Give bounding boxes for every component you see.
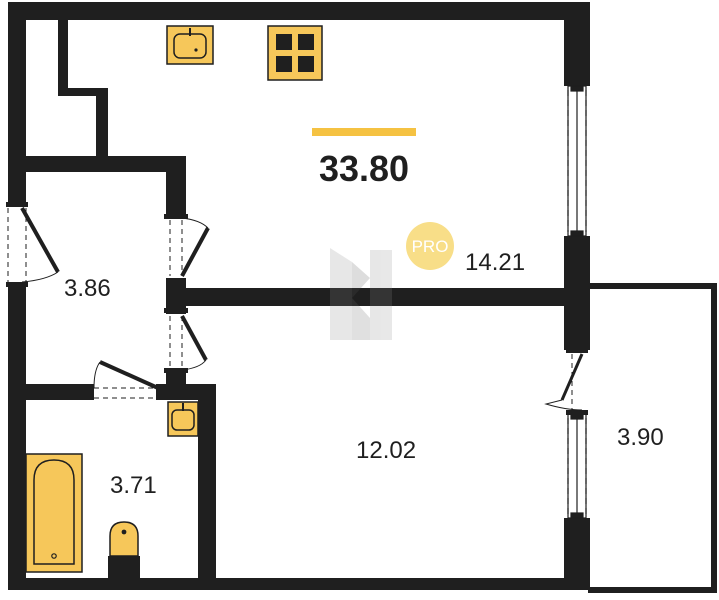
toilet-icon <box>108 521 140 578</box>
wall-bath-right <box>198 384 216 590</box>
wall-left-upper <box>8 2 26 204</box>
door-bedroom <box>164 308 208 373</box>
fixtures <box>25 25 323 578</box>
bathroom-sink-icon <box>167 401 199 437</box>
wall-right-top <box>564 2 590 86</box>
pro-badge: PRO <box>406 222 454 270</box>
wall-right-low <box>564 518 590 590</box>
door-bathroom <box>88 360 162 400</box>
doors <box>6 202 588 415</box>
windows <box>567 85 587 519</box>
window-bedroom <box>567 413 587 519</box>
wall-left-lower <box>8 286 26 582</box>
wall-shaft <box>58 2 108 168</box>
wall-top <box>8 2 588 20</box>
room-area-balcony: 3.90 <box>617 424 664 451</box>
bathtub-icon <box>25 453 83 573</box>
room-area-hallway: 3.86 <box>64 275 111 302</box>
walls <box>8 2 717 593</box>
wall-main-divider <box>166 288 588 306</box>
door-entrance <box>6 202 60 287</box>
kitchen-sink-icon <box>166 25 214 65</box>
wall-bath-top-a <box>8 384 92 400</box>
room-area-bathroom: 3.71 <box>110 472 157 499</box>
wall-balcony-top <box>588 283 716 289</box>
door-balcony <box>544 348 588 415</box>
wall-hallway-top <box>8 156 186 172</box>
window-main-room <box>567 85 587 237</box>
wall-balcony-right <box>711 283 717 593</box>
wall-bottom <box>8 578 588 590</box>
room-area-main: 14.21 <box>465 249 525 276</box>
room-area-bedroom: 12.02 <box>356 437 416 464</box>
door-main-room <box>164 214 210 278</box>
total-area: 33.80 <box>319 148 409 189</box>
pro-badge-label: PRO <box>412 237 449 256</box>
accent-bar <box>312 128 416 136</box>
wall-balcony-bottom <box>588 587 717 593</box>
wall-hallway-right-a <box>166 156 186 218</box>
stove-icon <box>267 25 323 81</box>
watermark-logo-icon <box>330 248 392 340</box>
